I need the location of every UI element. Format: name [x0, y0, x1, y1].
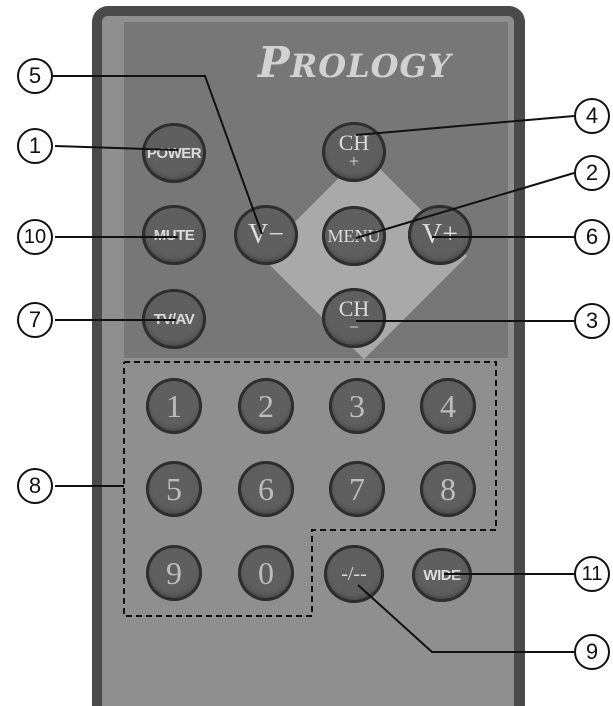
- callout-3: 3: [574, 303, 610, 339]
- mute-button[interactable]: MUTE: [142, 205, 206, 265]
- channel-down-label: CH: [339, 300, 370, 318]
- digit-mode-button[interactable]: -/--: [324, 545, 384, 603]
- channel-down-button[interactable]: CH −: [322, 288, 386, 348]
- menu-button[interactable]: MENU: [322, 206, 386, 266]
- callout-4: 4: [574, 98, 610, 134]
- number-button-4[interactable]: 4: [420, 378, 476, 434]
- brand-logo: PROLOGY: [258, 38, 452, 87]
- channel-down-sign: −: [349, 318, 359, 336]
- tv-av-button[interactable]: TV/AV: [142, 289, 206, 349]
- number-button-5[interactable]: 5: [146, 461, 202, 517]
- callout-7: 7: [17, 302, 53, 338]
- number-button-8[interactable]: 8: [420, 461, 476, 517]
- callout-5: 5: [17, 58, 53, 94]
- number-button-1[interactable]: 1: [146, 378, 202, 434]
- volume-up-button[interactable]: V+: [408, 205, 472, 265]
- callout-8: 8: [17, 468, 53, 504]
- number-button-7[interactable]: 7: [329, 461, 385, 517]
- callout-1: 1: [17, 128, 53, 164]
- callout-2: 2: [574, 155, 610, 191]
- channel-up-button[interactable]: CH +: [322, 122, 386, 182]
- callout-6: 6: [574, 219, 610, 255]
- number-button-9[interactable]: 9: [146, 545, 202, 601]
- wide-button[interactable]: WIDE: [412, 548, 472, 602]
- callout-10: 10: [17, 219, 53, 255]
- channel-up-label: CH: [339, 134, 370, 152]
- volume-down-button[interactable]: V−: [234, 205, 298, 265]
- number-button-0[interactable]: 0: [238, 545, 294, 601]
- number-button-3[interactable]: 3: [329, 378, 385, 434]
- number-button-6[interactable]: 6: [238, 461, 294, 517]
- power-button[interactable]: POWER: [142, 123, 206, 183]
- number-button-2[interactable]: 2: [238, 378, 294, 434]
- callout-9: 9: [574, 634, 610, 670]
- channel-up-sign: +: [349, 152, 359, 170]
- callout-11: 11: [574, 556, 610, 592]
